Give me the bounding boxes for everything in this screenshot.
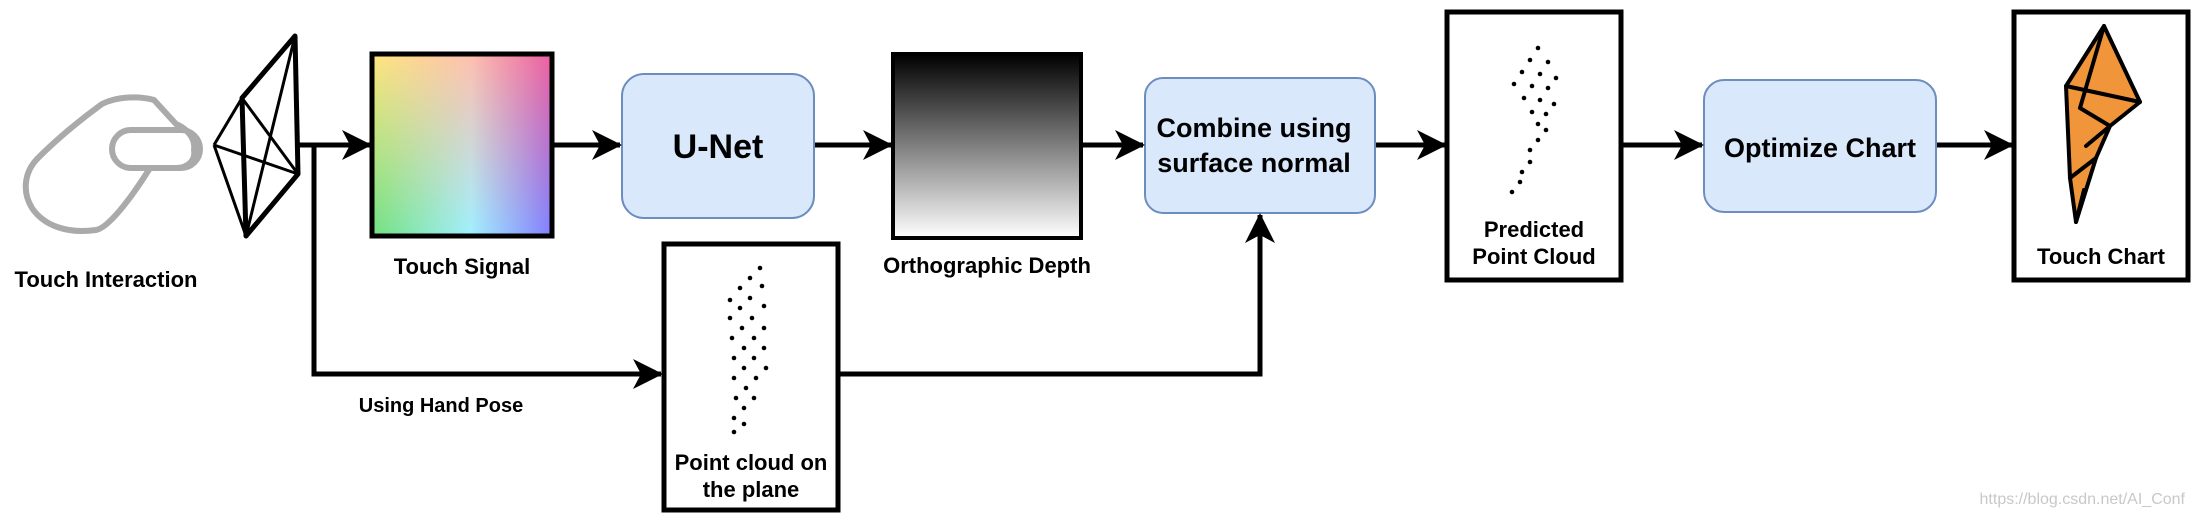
flow-arrows	[298, 130, 2014, 389]
combine-label-line1: Combine using	[1157, 113, 1352, 143]
pointing-hand-icon	[22, 94, 203, 234]
plane-point-cloud-box	[661, 241, 841, 513]
hand-pose-label: Using Hand Pose	[359, 395, 523, 417]
combine-box	[1144, 77, 1376, 214]
optimize-chart-label: Optimize Chart	[1724, 133, 1916, 163]
arrow-hand-pose-to-plane	[311, 145, 663, 389]
touch-chart-label: Touch Chart	[2037, 244, 2166, 269]
combine-label-line2: surface normal	[1157, 148, 1351, 178]
predicted-point-cloud-dots	[1509, 45, 1559, 195]
plane-label-line2: the plane	[703, 477, 800, 502]
orthographic-depth-label: Orthographic Depth	[883, 253, 1091, 278]
touch-signal-image	[369, 51, 555, 239]
predicted-label-line1: Predicted	[1484, 217, 1584, 242]
touch-chart-mesh-icon	[2064, 24, 2142, 224]
unet-box	[621, 73, 815, 219]
plane-label-line1: Point cloud on	[675, 450, 828, 475]
plane-point-cloud-dots	[727, 265, 769, 435]
arrow-plane-to-combine	[838, 213, 1275, 377]
watermark-text: https://blog.csdn.net/AI_Conf	[1980, 491, 2186, 508]
sensor-frame-icon	[212, 33, 301, 239]
predicted-label-line2: Point Cloud	[1472, 244, 1595, 269]
unet-label: U-Net	[673, 128, 764, 166]
predicted-point-cloud-box	[1444, 9, 1624, 283]
orthographic-depth-image	[891, 52, 1083, 240]
touch-interaction-label: Touch Interaction	[15, 267, 198, 292]
optimize-chart-box	[1703, 79, 1937, 213]
touch-signal-label: Touch Signal	[394, 254, 530, 279]
